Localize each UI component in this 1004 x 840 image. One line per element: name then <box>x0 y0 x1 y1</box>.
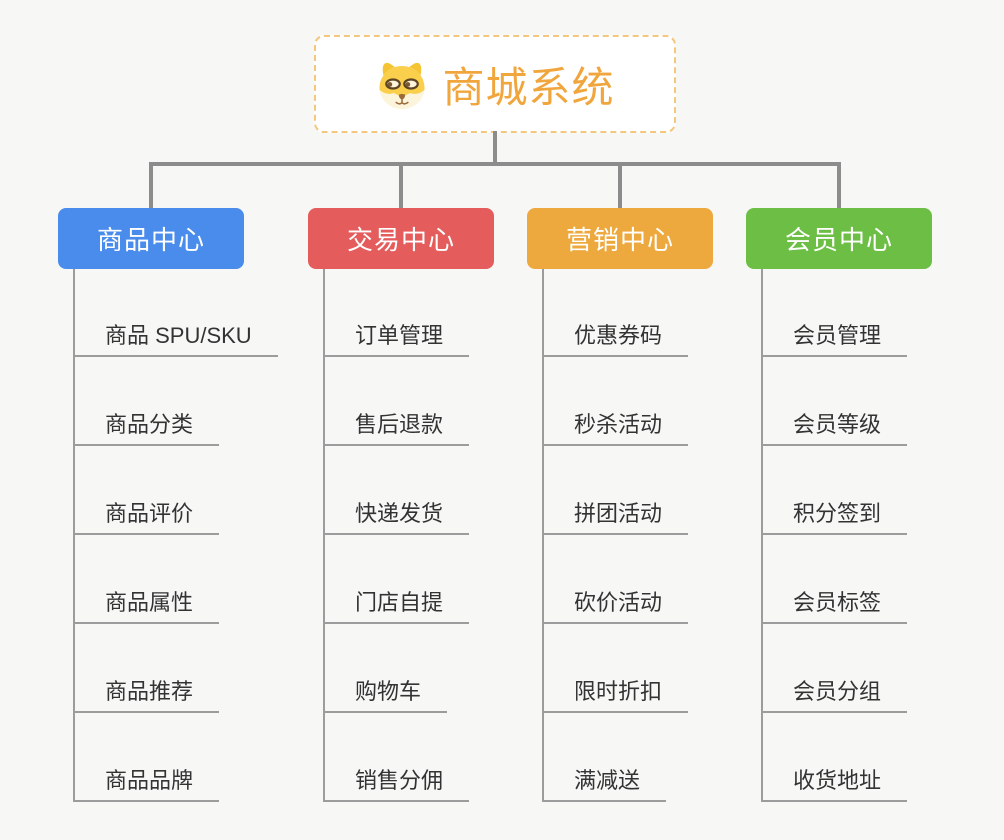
sub-topic[interactable]: 商品评价 <box>73 501 220 535</box>
branch-topic-label: 交易中心 <box>346 225 455 255</box>
sub-topic[interactable]: 商品品牌 <box>73 768 220 802</box>
branch-marketing-center: 营销中心 优惠券码秒杀活动拼团活动砍价活动限时折扣满减送 <box>527 208 713 808</box>
connector-drop-product <box>149 162 153 208</box>
sub-topic[interactable]: 门店自提 <box>323 590 470 624</box>
branch-topic-trade-center[interactable]: 交易中心 <box>308 208 494 269</box>
branch-topic-product-center[interactable]: 商品中心 <box>58 208 244 269</box>
branch-member-center: 会员中心 会员管理会员等级积分签到会员标签会员分组收货地址 <box>746 208 932 808</box>
sub-topic[interactable]: 会员分组 <box>761 679 908 713</box>
branch-topic-marketing-center[interactable]: 营销中心 <box>527 208 713 269</box>
branch-topic-label: 营销中心 <box>565 225 674 255</box>
branch-topic-label: 商品中心 <box>96 225 205 255</box>
sub-topic[interactable]: 限时折扣 <box>542 679 689 713</box>
branch-product-center: 商品中心 商品 SPU/SKU 商品分类商品评价商品属性商品推荐商品品牌 <box>58 208 278 808</box>
sub-topic[interactable]: 商品推荐 <box>73 679 220 713</box>
branch-topic-member-center[interactable]: 会员中心 <box>746 208 932 269</box>
sub-topic[interactable]: 收货地址 <box>761 768 908 802</box>
sub-topic[interactable]: 购物车 <box>323 679 448 713</box>
sub-topic[interactable]: 优惠券码 <box>542 323 689 357</box>
branch-topic-label: 会员中心 <box>784 225 893 255</box>
sub-topic[interactable]: 秒杀活动 <box>542 412 689 446</box>
branch-trade-center: 交易中心 订单管理售后退款快递发货门店自提购物车销售分佣 <box>308 208 494 808</box>
connector-drop-trade <box>399 162 403 208</box>
branch-spine <box>323 269 325 801</box>
sub-topic[interactable]: 砍价活动 <box>542 590 689 624</box>
root-topic-label: 商城系统 <box>442 63 615 111</box>
sub-topic[interactable]: 商品 SPU/SKU <box>73 323 278 357</box>
sub-topic[interactable]: 拼团活动 <box>542 501 689 535</box>
sub-topic[interactable]: 会员管理 <box>761 323 908 357</box>
root-topic[interactable]: 商城系统 <box>314 35 676 133</box>
sub-topic[interactable]: 售后退款 <box>323 412 470 446</box>
connector-root-drop <box>493 131 497 164</box>
sub-topic[interactable]: 商品属性 <box>73 590 220 624</box>
connector-rail <box>149 162 841 166</box>
sub-topic[interactable]: 快递发货 <box>323 501 470 535</box>
sub-topic[interactable]: 满减送 <box>542 768 667 802</box>
dog-icon <box>375 56 429 112</box>
sub-topic[interactable]: 销售分佣 <box>323 768 470 802</box>
connector-drop-marketing <box>618 162 622 208</box>
sub-topic[interactable]: 会员等级 <box>761 412 908 446</box>
sub-topic[interactable]: 会员标签 <box>761 590 908 624</box>
branch-spine <box>761 269 763 801</box>
sub-topic[interactable]: 商品分类 <box>73 412 220 446</box>
sub-topic[interactable]: 订单管理 <box>323 323 470 357</box>
sub-topic[interactable]: 积分签到 <box>761 501 908 535</box>
connector-drop-member <box>837 162 841 208</box>
branch-spine <box>542 269 544 801</box>
branch-spine <box>73 269 75 801</box>
